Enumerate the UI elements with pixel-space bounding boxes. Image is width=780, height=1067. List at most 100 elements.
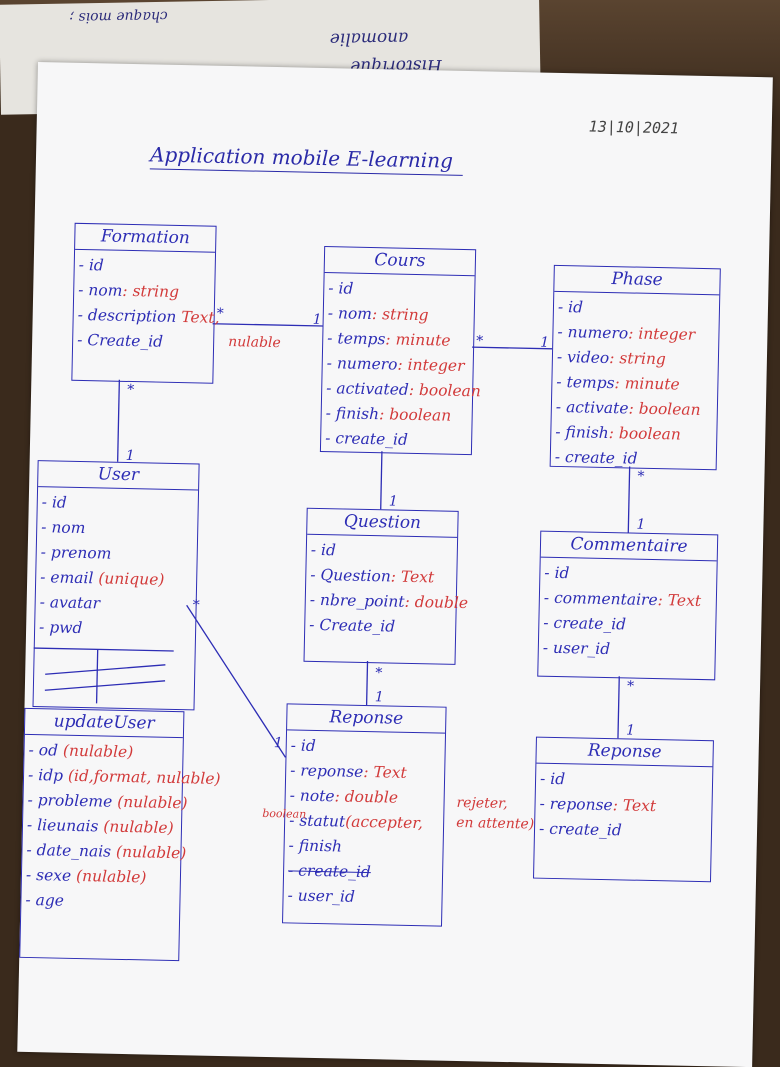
attribute: - id xyxy=(557,297,584,317)
cardinality-one: 1 xyxy=(625,722,636,739)
attribute: - reponse: Text xyxy=(539,794,657,816)
diagram-sheet: 13|10|2021 Application mobile E-learning… xyxy=(17,62,773,1067)
attribute: - create_id xyxy=(554,447,638,468)
entity-phase: Phase - id - numero: integer - video: st… xyxy=(549,264,721,471)
cardinality-one: 1 xyxy=(312,311,322,328)
attribute: - statut(accepter, xyxy=(288,811,424,833)
entity-question: Question - id - Question: Text - nbre_po… xyxy=(303,507,469,665)
attribute: - nom xyxy=(41,518,86,538)
link-question-reponse xyxy=(365,661,369,706)
attribute: - id xyxy=(544,563,570,583)
attribute: - create_id xyxy=(287,861,371,882)
attribute: - create_id xyxy=(538,819,622,840)
attribute: - email (unique) xyxy=(40,568,165,589)
link-formation-cours xyxy=(212,323,323,327)
entity-question-name: Question xyxy=(307,508,458,538)
attribute: - numero: integer xyxy=(326,354,465,375)
link-phase-commentaire xyxy=(627,466,631,533)
attribute: - finish: boolean xyxy=(325,404,452,425)
entity-reponse-commentaire: Reponse - id - reponse: Text - create_id xyxy=(533,736,714,883)
cardinality-many: * xyxy=(126,381,135,399)
cardinality-many: * xyxy=(476,333,484,350)
user-divider-2 xyxy=(95,649,99,704)
attribute: - nom: string xyxy=(327,304,429,325)
link-cours-question xyxy=(380,451,383,510)
attribute: - idp (id,format, nulable) xyxy=(27,765,221,788)
attribute: - sexe (nulable) xyxy=(25,865,147,887)
attribute: - commentaire: Text xyxy=(543,588,702,611)
attribute: - probleme (nulable) xyxy=(27,790,188,813)
entity-user: User - id - nom - prenom - email (unique… xyxy=(32,460,200,711)
attribute: - prenom xyxy=(40,543,112,563)
attribute: - activate: boolean xyxy=(555,397,701,419)
formation-note: nulable xyxy=(228,334,281,352)
cardinality-many: * xyxy=(637,468,645,485)
cardinality-many: * xyxy=(375,665,383,682)
attribute: - finish: boolean xyxy=(555,422,682,444)
background-note-1: anomalie xyxy=(329,27,409,49)
statut-note-1: rejeter, xyxy=(456,794,508,812)
entity-formation-name: Formation xyxy=(75,223,216,253)
entity-reponse-name: Reponse xyxy=(287,704,446,734)
attribute: - finish xyxy=(288,836,343,856)
attribute: - activated: boolean xyxy=(326,379,482,401)
entity-phase-name: Phase xyxy=(554,265,720,296)
attribute: - video: string xyxy=(556,347,667,369)
link-cours-phase xyxy=(472,346,553,350)
entity-cours-name: Cours xyxy=(324,247,476,277)
entity-updateuser: updateUser - od (nulable) - idp (id,form… xyxy=(19,707,221,962)
attribute: - reponse: Text xyxy=(290,761,407,782)
cardinality-one: 1 xyxy=(388,493,398,510)
entity-cours: Cours - id - nom: string - temps: minute… xyxy=(319,246,482,456)
attribute: - avatar xyxy=(39,593,101,613)
cardinality-one: 1 xyxy=(374,689,384,706)
attribute: - temps: minute xyxy=(327,329,451,350)
background-note-3: chaque mois ; xyxy=(69,7,168,26)
cardinality-one: 1 xyxy=(540,334,550,351)
entity-user-name: User xyxy=(38,461,199,491)
attribute: - age xyxy=(25,890,65,910)
attribute: - Question: Text xyxy=(310,565,435,587)
statut-note-2: en attente) xyxy=(455,814,535,833)
finish-type-note: boolean xyxy=(262,806,307,821)
user-hatch-1 xyxy=(45,664,166,675)
link-commentaire-reponse xyxy=(617,676,620,739)
entity-commentaire-name: Commentaire xyxy=(540,531,718,562)
attribute: - Create_id xyxy=(309,615,396,636)
attribute: - user_id xyxy=(542,638,611,659)
entity-updateuser-name: updateUser xyxy=(24,708,184,739)
attribute: - numero: integer xyxy=(557,322,696,344)
attribute: - create_id xyxy=(324,429,409,449)
attribute: - id xyxy=(328,279,354,298)
attribute: - od (nulable) xyxy=(28,740,134,762)
entity-commentaire: Commentaire - id - commentaire: Text - c… xyxy=(537,530,719,681)
attribute: - date_nais (nulable) xyxy=(26,840,187,863)
attribute: - create_id xyxy=(543,613,627,634)
attribute: - nom: string xyxy=(78,280,180,302)
attribute: - Create_id xyxy=(77,330,164,351)
cardinality-one: 1 xyxy=(636,516,646,533)
attribute: - lieunais (nulable) xyxy=(26,815,174,838)
attribute: - id xyxy=(539,769,566,789)
cardinality-many: * xyxy=(216,305,224,322)
attribute: - id xyxy=(310,540,337,560)
cardinality-many: * xyxy=(192,597,200,614)
attribute: - user_id xyxy=(287,886,356,906)
attribute: - id xyxy=(290,736,316,755)
attribute: - nbre_point: double xyxy=(309,590,469,613)
attribute: - id xyxy=(78,255,104,275)
attribute: - description Text, xyxy=(77,305,220,327)
attribute: - pwd xyxy=(38,618,83,638)
user-divider-1 xyxy=(33,647,174,652)
attribute: - note: double xyxy=(289,786,399,807)
link-formation-user xyxy=(116,379,121,462)
attribute: - id xyxy=(41,493,68,512)
cardinality-one: 1 xyxy=(273,735,283,752)
entity-reponse: Reponse - id - reponse: Text - note: dou… xyxy=(282,703,447,927)
entity-reponse-commentaire-name: Reponse xyxy=(536,737,713,768)
user-hatch-2 xyxy=(44,680,166,691)
attribute: - temps: minute xyxy=(556,372,680,394)
cardinality-one: 1 xyxy=(125,447,135,465)
relationship-lines xyxy=(33,323,631,758)
entity-formation: Formation - id - nom: string - descripti… xyxy=(71,222,220,384)
